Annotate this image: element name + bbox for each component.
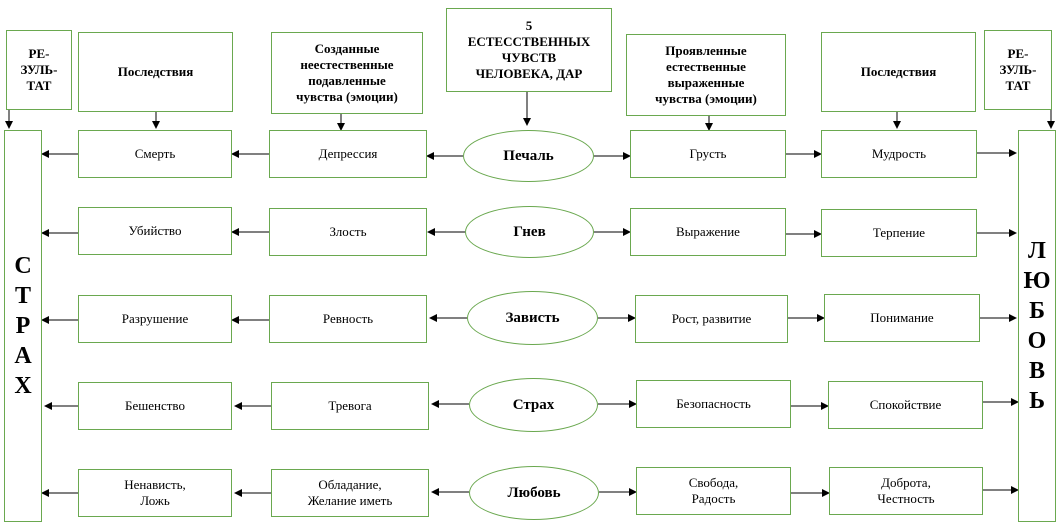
suppressed-feeling-box: Тревога [271, 382, 429, 430]
fear-vertical-label: С Т Р А Х [14, 253, 32, 399]
natural-feeling-ellipse: Зависть [467, 291, 598, 345]
natural-feeling-ellipse: Гнев [465, 206, 594, 258]
natural-feeling-ellipse: Любовь [469, 466, 599, 520]
expressed-feeling-box: Выражение [630, 208, 786, 256]
natural-feeling-ellipse: Печаль [463, 130, 594, 182]
header-suppressed-feelings: Созданные неестественные подавленные чув… [271, 32, 423, 114]
expressed-feeling-box: Грусть [630, 130, 786, 178]
expressed-feeling-box: Рост, развитие [635, 295, 788, 343]
suppressed-feeling-box: Обладание, Желание иметь [271, 469, 429, 517]
consequence-left-box: Смерть [78, 130, 232, 178]
love-result-column: Л Ю Б О В Ь [1018, 130, 1056, 522]
suppressed-feeling-box: Злость [269, 208, 427, 256]
consequence-right-box: Понимание [824, 294, 980, 342]
header-result-left: РЕ- ЗУЛЬ- ТАТ [6, 30, 72, 110]
consequence-left-box: Ненависть, Ложь [78, 469, 232, 517]
header-consequences-right: Последствия [821, 32, 976, 112]
natural-feeling-ellipse: Страх [469, 378, 598, 432]
expressed-feeling-box: Безопасность [636, 380, 791, 428]
fear-result-column: С Т Р А Х [4, 130, 42, 522]
love-vertical-label: Л Ю Б О В Ь [1023, 238, 1051, 414]
header-result-right: РЕ- ЗУЛЬ- ТАТ [984, 30, 1052, 110]
header-consequences-left: Последствия [78, 32, 233, 112]
suppressed-feeling-box: Депрессия [269, 130, 427, 178]
header-expressed-feelings: Проявленные естественные выраженные чувс… [626, 34, 786, 116]
consequence-right-box: Доброта, Честность [829, 467, 983, 515]
consequence-right-box: Мудрость [821, 130, 977, 178]
consequence-left-box: Убийство [78, 207, 232, 255]
consequence-right-box: Спокойствие [828, 381, 983, 429]
expressed-feeling-box: Свобода, Радость [636, 467, 791, 515]
consequence-left-box: Бешенство [78, 382, 232, 430]
consequence-left-box: Разрушение [78, 295, 232, 343]
consequence-right-box: Терпение [821, 209, 977, 257]
suppressed-feeling-box: Ревность [269, 295, 427, 343]
header-five-natural-feelings: 5 ЕСТЕССТВЕННЫХ ЧУВСТВ ЧЕЛОВЕКА, ДАР [446, 8, 612, 92]
